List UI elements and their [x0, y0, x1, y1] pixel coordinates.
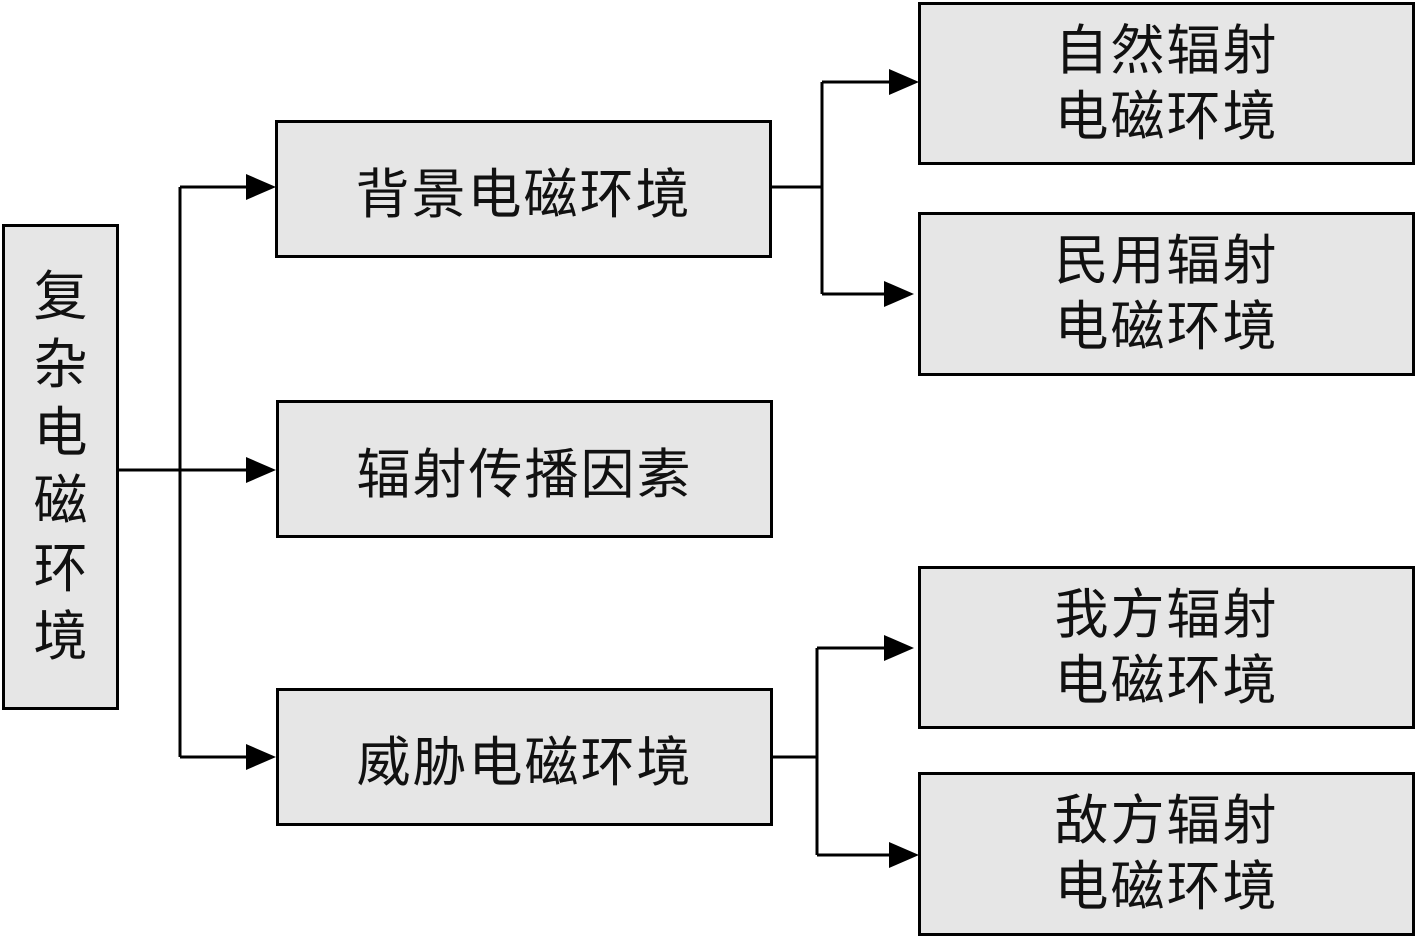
- node-label: 威胁电磁环境: [356, 730, 693, 794]
- node-line2: 电磁环境: [1054, 84, 1279, 148]
- arrowhead: [246, 744, 276, 770]
- node-civil-radiation: 民用辐射 电磁环境: [918, 212, 1415, 376]
- root-char: 电: [33, 401, 88, 464]
- root-char: 复: [33, 265, 88, 328]
- node-line1: 自然辐射: [1054, 18, 1279, 82]
- root-char: 杂: [33, 333, 88, 396]
- node-line2: 电磁环境: [1054, 648, 1279, 712]
- node-label: 背景电磁环境: [355, 162, 692, 226]
- arrowhead: [246, 174, 276, 200]
- node-radiation-propagation: 辐射传播因素: [276, 400, 773, 538]
- node-line1: 民用辐射: [1054, 229, 1279, 292]
- arrowhead: [246, 457, 276, 483]
- node-label: 辐射传播因素: [356, 442, 693, 506]
- node-line1: 我方辐射: [1054, 582, 1279, 646]
- arrowhead: [889, 69, 919, 95]
- arrowhead: [889, 842, 919, 868]
- node-line2: 电磁环境: [1054, 295, 1279, 358]
- arrowhead: [884, 281, 914, 307]
- node-background-em-env: 背景电磁环境: [275, 120, 772, 258]
- node-enemy-radiation: 敌方辐射 电磁环境: [918, 772, 1415, 936]
- node-line1: 敌方辐射: [1054, 789, 1279, 852]
- root-node: 复 杂 电 磁 环 境: [2, 224, 119, 710]
- node-line2: 电磁环境: [1054, 855, 1279, 918]
- arrowhead: [884, 635, 914, 661]
- root-char: 环: [33, 537, 88, 600]
- root-char: 境: [33, 605, 88, 668]
- root-char: 磁: [33, 469, 88, 532]
- node-threat-em-env: 威胁电磁环境: [276, 688, 773, 826]
- node-friendly-radiation: 我方辐射 电磁环境: [918, 566, 1415, 729]
- node-natural-radiation: 自然辐射 电磁环境: [918, 2, 1415, 165]
